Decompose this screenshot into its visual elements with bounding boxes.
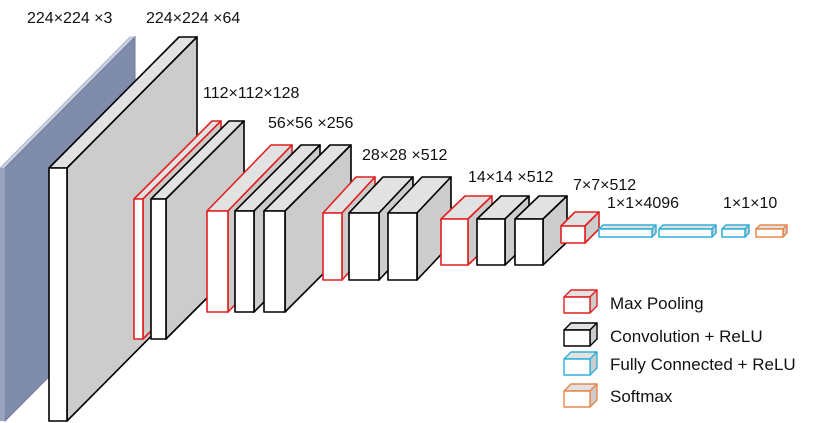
input-dimension-label: 224×224 ×3 — [27, 10, 113, 27]
conv4a-front — [348, 212, 380, 281]
pool2-front — [206, 210, 229, 313]
fc1-block — [598, 224, 657, 238]
softmax-front — [755, 228, 784, 238]
legend-softmax-swatch — [563, 383, 598, 408]
conv4b-block — [387, 176, 452, 281]
fc3-block — [721, 224, 750, 238]
fc3-front — [721, 228, 746, 238]
legend-conv-relu-label: Convolution + ReLU — [610, 327, 763, 346]
legend-softmax-label: Softmax — [610, 387, 673, 406]
fc-dimension-label: 1×1×4096 — [607, 195, 679, 212]
conv1-front — [48, 167, 68, 422]
pool5-block — [560, 211, 600, 244]
conv5b-front — [514, 218, 544, 266]
conv1-dimension-label: 224×224 ×64 — [146, 10, 240, 27]
conv2-dimension-label: 112×112×128 — [203, 85, 300, 102]
softmax-block — [755, 224, 788, 238]
fc1-front — [598, 228, 653, 238]
fc2-front — [658, 228, 713, 238]
conv3b-block — [263, 144, 352, 313]
conv3-dimension-label: 56×56 ×256 — [268, 115, 354, 132]
legend-max-pooling-label: Max Pooling — [610, 294, 704, 313]
conv2-block — [150, 120, 245, 340]
conv3b-front — [263, 210, 286, 313]
legend-fc-relu-label: Fully Connected + ReLU — [610, 355, 796, 374]
conv5-dimension-label: 14×14 ×512 — [468, 169, 554, 186]
conv4b-front — [387, 212, 418, 281]
conv2-front — [150, 198, 167, 340]
conv1-block — [48, 36, 198, 422]
legend-softmax: Softmax — [563, 383, 673, 408]
legend-fc-relu-swatch — [563, 351, 598, 376]
conv4-dimension-label: 28×28 ×512 — [362, 147, 448, 164]
conv5a-front — [476, 218, 506, 266]
pool4-front — [440, 218, 469, 266]
legend-conv-relu-swatch — [563, 322, 598, 347]
pool5-dimension-label: 7×7×512 — [573, 177, 636, 194]
legend-conv-relu: Convolution + ReLU — [563, 322, 763, 347]
output-dimension-label: 1×1×10 — [723, 195, 777, 212]
legend-fc-relu: Fully Connected + ReLU — [563, 351, 796, 376]
conv3a-front — [234, 210, 255, 313]
input-front-face — [0, 168, 5, 421]
pool1-front — [133, 198, 144, 340]
legend: Max Pooling Convolution + ReLU Fully Con… — [563, 289, 796, 408]
conv5b-block — [514, 195, 568, 266]
legend-max-pooling-swatch — [563, 289, 598, 314]
fc2-block — [658, 224, 717, 238]
pool5-front — [560, 225, 586, 244]
pool3-front — [322, 212, 343, 281]
legend-max-pooling: Max Pooling — [563, 289, 704, 314]
